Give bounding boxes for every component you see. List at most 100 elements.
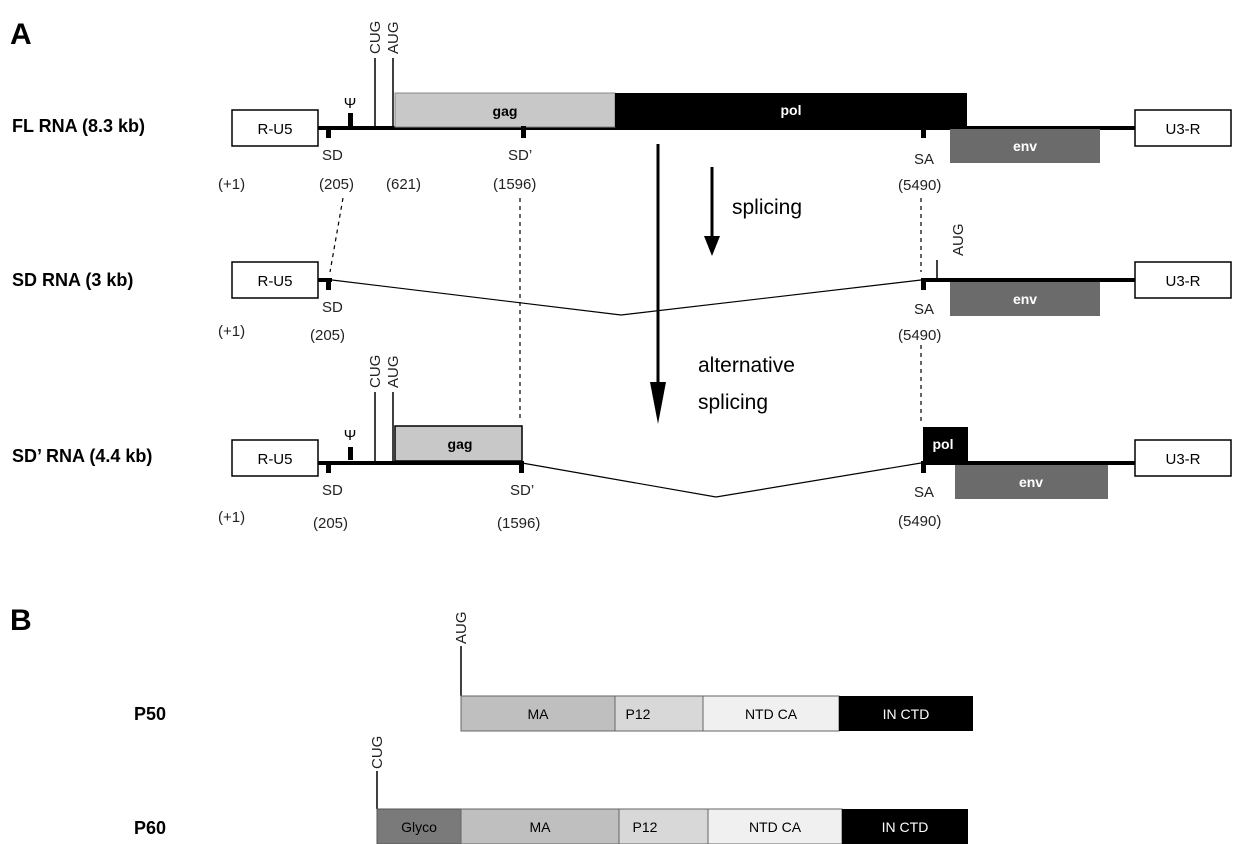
sd-u3-r-label: U3-R xyxy=(1165,273,1200,290)
sdp-pos-1596: (1596) xyxy=(497,515,540,532)
sd-env-label: env xyxy=(1013,291,1037,307)
fl-aug-label: AUG xyxy=(385,21,402,54)
p60-p12-domain xyxy=(618,808,709,844)
fl-env-box xyxy=(950,129,1100,163)
sdp-gag-box xyxy=(394,425,523,462)
sdp-u3-r-box xyxy=(1134,439,1232,477)
fl-pol-box xyxy=(615,93,967,127)
fl-pol-label: pol xyxy=(781,102,802,118)
p50-ma-label: MA xyxy=(528,706,550,722)
p60-p12-label: P12 xyxy=(633,819,658,835)
fl-psi-marker xyxy=(348,113,353,126)
sdp-aug-label: AUG xyxy=(385,355,402,388)
sd-splice-junction xyxy=(331,279,922,316)
fl-rna-row: FL RNA (8.3 kb) R-U5 U3-R Ψ CUG AUG gag … xyxy=(12,21,1232,194)
fl-psi-label: Ψ xyxy=(344,95,357,112)
sdp-r-u5-label: R-U5 xyxy=(257,451,292,468)
p50-protein: P50 AUG MA P12 NTD CA IN CTD xyxy=(134,611,973,732)
fl-sd-marker xyxy=(326,126,331,138)
p50-p12-label: P12 xyxy=(626,706,651,722)
sd-sd-marker xyxy=(326,278,331,290)
fl-pos-621: (621) xyxy=(386,176,421,193)
p50-aug-label: AUG xyxy=(453,611,470,644)
sdp-pol-box xyxy=(923,427,968,462)
fl-sa-label: SA xyxy=(914,151,934,168)
sdp-sd-label: SD xyxy=(322,482,343,499)
p60-glyco-domain xyxy=(376,808,462,844)
sdp-sa-marker xyxy=(921,461,926,473)
fl-r-u5-label: R-U5 xyxy=(257,121,292,138)
sdp-u3-r-label: U3-R xyxy=(1165,451,1200,468)
p50-label: P50 xyxy=(134,704,166,724)
sd-pos-plus1: (+1) xyxy=(218,323,245,340)
sdp-gag-label: gag xyxy=(448,436,473,452)
p60-ntd-ca-label: NTD CA xyxy=(749,819,802,835)
fl-sd-prime-label: SD’ xyxy=(508,147,532,164)
fl-pos-1596: (1596) xyxy=(493,176,536,193)
p50-in-ctd-domain xyxy=(839,696,973,731)
panel-a-label: A xyxy=(10,18,32,51)
fl-r-u5-box xyxy=(231,109,319,147)
p50-p12-domain xyxy=(614,695,704,732)
p60-ntd-ca-domain xyxy=(707,808,843,844)
p60-glyco-label: Glyco xyxy=(401,819,437,835)
fl-sa-marker xyxy=(921,126,926,138)
alternative-label-2: splicing xyxy=(698,391,768,414)
p50-ntd-ca-label: NTD CA xyxy=(745,706,798,722)
sdp-sd-prime-label: SD’ xyxy=(510,482,534,499)
p60-ma-domain xyxy=(460,808,620,844)
sdp-env-label: env xyxy=(1019,474,1043,490)
sd-sa-label: SA xyxy=(914,301,934,318)
panel-b-label: B xyxy=(10,604,32,637)
fl-u3-r-label: U3-R xyxy=(1165,121,1200,138)
sd-prime-rna-row: SD’ RNA (4.4 kb) R-U5 U3-R Ψ CUG AUG gag… xyxy=(12,355,1232,532)
alternative-splicing-arrow: alternative splicing xyxy=(650,144,795,424)
p60-cug-label: CUG xyxy=(369,736,386,769)
sdp-pol-label: pol xyxy=(933,436,954,452)
fl-pos-205: (205) xyxy=(319,176,354,193)
fl-gag-label: gag xyxy=(493,103,518,119)
p60-ma-label: MA xyxy=(530,819,552,835)
p50-ntd-ca-domain xyxy=(702,695,840,732)
sd-u3-r-box xyxy=(1134,261,1232,299)
sd-aug-label: AUG xyxy=(950,223,967,256)
p50-ma-domain xyxy=(460,695,616,732)
sd-pos-205: (205) xyxy=(310,327,345,344)
sd-env-box xyxy=(950,282,1100,316)
fl-rna-label: FL RNA (8.3 kb) xyxy=(12,116,145,136)
p60-label: P60 xyxy=(134,818,166,838)
alignment-dashes xyxy=(329,197,922,425)
fl-sd-label: SD xyxy=(322,147,343,164)
sdp-pos-5490: (5490) xyxy=(898,513,941,530)
sd-rna-label: SD RNA (3 kb) xyxy=(12,270,133,290)
sd-sd-label: SD xyxy=(322,299,343,316)
sdp-sd-marker xyxy=(326,461,331,473)
sdp-env-box xyxy=(955,465,1108,499)
p50-in-ctd-label: IN CTD xyxy=(883,706,930,722)
fl-sd-prime-marker xyxy=(521,126,526,138)
sd-rna-row: SD RNA (3 kb) R-U5 U3-R AUG env SD SA (+… xyxy=(12,223,1232,344)
fl-gag-box xyxy=(394,92,616,128)
p60-in-ctd-domain xyxy=(842,809,968,844)
sdp-pos-205: (205) xyxy=(313,515,348,532)
sdp-splice-junction xyxy=(521,462,922,498)
alternative-label: alternative xyxy=(698,354,795,377)
fl-pos-plus1: (+1) xyxy=(218,176,245,193)
p60-protein: P60 CUG Glyco MA P12 NTD CA IN CTD xyxy=(134,736,968,844)
sdp-pos-plus1: (+1) xyxy=(218,509,245,526)
sdp-sa-label: SA xyxy=(914,484,934,501)
fl-u3-r-box xyxy=(1134,109,1232,147)
sd-sa-marker xyxy=(921,278,926,290)
p60-in-ctd-label: IN CTD xyxy=(882,819,929,835)
sdp-psi-marker xyxy=(348,447,353,460)
sdp-sd-prime-marker xyxy=(519,461,524,473)
sdp-psi-label: Ψ xyxy=(344,427,357,444)
splicing-label: splicing xyxy=(732,196,802,219)
fl-pos-5490: (5490) xyxy=(898,177,941,194)
sd-r-u5-label: R-U5 xyxy=(257,273,292,290)
splicing-arrow: splicing xyxy=(704,167,802,256)
sd-prime-rna-label: SD’ RNA (4.4 kb) xyxy=(12,446,152,466)
sdp-cug-label: CUG xyxy=(367,355,384,388)
fl-env-label: env xyxy=(1013,138,1037,154)
